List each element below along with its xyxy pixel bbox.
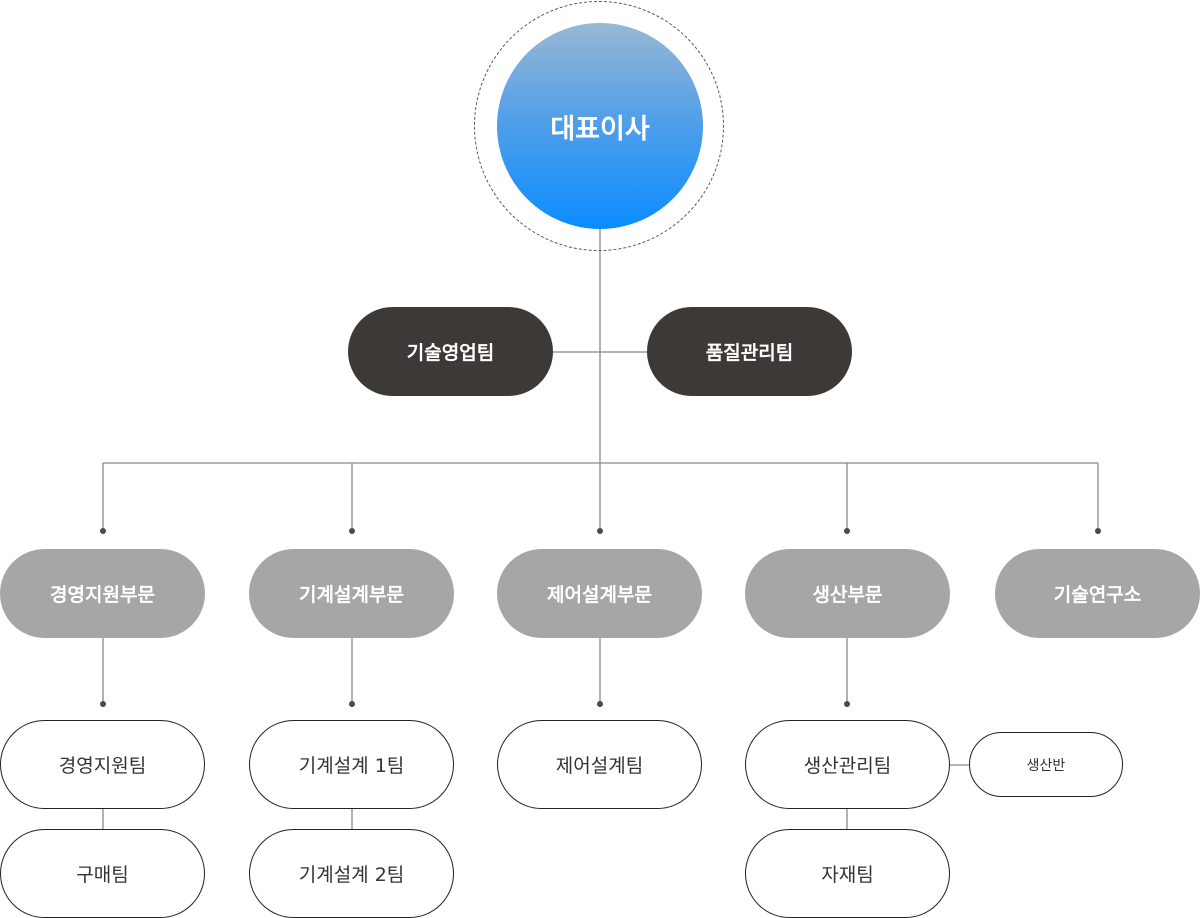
team-node: 자재팀 <box>745 829 950 918</box>
division-label: 생산부문 <box>812 584 883 606</box>
team-node: 기계설계 2팀 <box>249 829 454 918</box>
staff-label: 기술영업팀 <box>406 342 495 364</box>
staff-node-tech-sales: 기술영업팀 <box>348 307 553 396</box>
division-label: 제어설계부문 <box>547 584 652 606</box>
team-node: 생산관리팀 <box>745 720 950 809</box>
staff-label: 품질관리팀 <box>705 342 794 364</box>
ceo-label: 대표이사 <box>550 113 650 145</box>
division-label: 기계설계부문 <box>299 584 404 606</box>
ceo-ring <box>474 1 724 251</box>
team-label: 구매팀 <box>76 864 129 886</box>
division-node-research: 기술연구소 <box>995 549 1200 638</box>
division-node-control: 제어설계부문 <box>497 549 702 638</box>
team-label: 생산관리팀 <box>803 755 892 777</box>
team-node: 구매팀 <box>0 829 205 918</box>
team-label: 자재팀 <box>821 864 874 886</box>
ceo-node: 대표이사 <box>497 23 703 229</box>
team-label: 제어설계팀 <box>555 755 644 777</box>
division-node-mechanical: 기계설계부문 <box>249 549 454 638</box>
division-label: 기술연구소 <box>1053 584 1142 606</box>
team-node: 기계설계 1팀 <box>249 720 454 809</box>
staff-node-quality: 품질관리팀 <box>647 307 852 396</box>
division-node-management: 경영지원부문 <box>0 549 205 638</box>
division-label: 경영지원부문 <box>50 584 155 606</box>
team-label: 기계설계 1팀 <box>298 755 405 777</box>
team-node: 제어설계팀 <box>497 720 702 809</box>
team-label: 경영지원팀 <box>58 755 147 777</box>
sub-unit-label: 생산반 <box>1026 757 1066 774</box>
team-node: 경영지원팀 <box>0 720 205 809</box>
division-node-production: 생산부문 <box>745 549 950 638</box>
team-label: 기계설계 2팀 <box>298 864 405 886</box>
sub-unit-node: 생산반 <box>969 732 1123 797</box>
